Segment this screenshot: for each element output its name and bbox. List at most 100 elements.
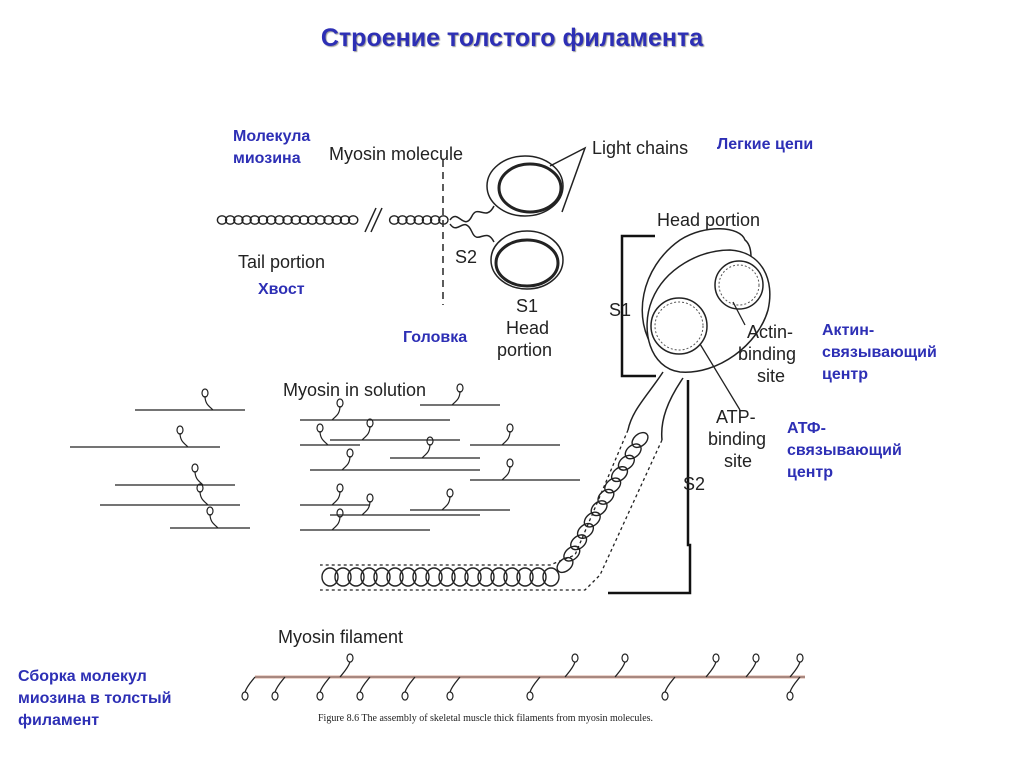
label-line: центр xyxy=(787,464,834,481)
myosin-head xyxy=(446,488,454,498)
myosin-head xyxy=(366,493,374,503)
label-line: центр xyxy=(822,366,869,383)
coil-loop xyxy=(529,567,547,587)
coil-loop xyxy=(282,215,293,225)
myosin-head xyxy=(316,423,324,433)
coil-loop xyxy=(451,567,469,587)
coil-loop xyxy=(438,567,456,587)
coil-loop xyxy=(373,567,391,587)
coil-loop xyxy=(331,215,343,225)
myosin-neck xyxy=(501,465,511,481)
myosin-neck xyxy=(194,470,204,486)
head-front-lobe xyxy=(646,249,771,373)
filament-head xyxy=(712,653,720,663)
coil-loop xyxy=(556,556,574,574)
tail-horizontal-coil xyxy=(321,567,560,587)
coil-loop xyxy=(274,215,285,225)
label-actin-binding: Actin- xyxy=(747,322,793,342)
myosin-neck xyxy=(331,405,341,421)
coil-loop xyxy=(412,567,430,587)
coil-loop xyxy=(563,545,581,562)
filament-neck xyxy=(564,661,576,678)
coil-loop xyxy=(570,534,588,551)
filament-neck xyxy=(745,661,757,678)
filament-head xyxy=(786,691,794,701)
coil-loop xyxy=(610,466,629,483)
myosin-head xyxy=(366,418,374,428)
coil-loop xyxy=(323,215,334,225)
label-atp-binding: ATP- xyxy=(716,407,756,427)
myosin-neck xyxy=(361,500,371,516)
filament-head xyxy=(796,653,804,663)
lower-head-outer xyxy=(490,230,564,290)
label-myosin-molecule-ru: Молекула миозина xyxy=(233,126,310,170)
myosin-head xyxy=(336,508,344,518)
coil-loop xyxy=(265,215,277,225)
upper-head-outer xyxy=(486,155,564,217)
neck-strand xyxy=(449,223,495,243)
myosin-neck xyxy=(209,513,219,529)
filament-neck xyxy=(449,676,461,693)
myosin-neck xyxy=(331,515,341,531)
coil-loop xyxy=(421,215,433,225)
myosin-head xyxy=(336,483,344,493)
myosin-neck xyxy=(441,495,451,511)
filament-head xyxy=(526,691,534,701)
coil-loop xyxy=(347,215,359,225)
label-s1-right: S1 xyxy=(609,300,631,320)
filament-head xyxy=(446,691,454,701)
filament-neck xyxy=(789,661,801,678)
coil-loop xyxy=(477,567,495,587)
label-head-ru: Головка xyxy=(403,329,468,346)
light-chain-pointer xyxy=(549,146,587,213)
myosin-head xyxy=(506,423,514,433)
myosin-head xyxy=(426,436,434,446)
label-s2-right: S2 xyxy=(683,474,705,494)
label-light-chains: Light chains xyxy=(592,138,688,158)
label-line: миозина в толстый xyxy=(18,690,172,707)
coil-loop xyxy=(257,215,269,225)
s2-bracket xyxy=(608,380,692,595)
label-atp-site-ru: АТФ- связывающий центр xyxy=(787,418,902,484)
label-line: АТФ- xyxy=(787,420,826,437)
filament-head xyxy=(271,691,279,701)
neck-strand xyxy=(449,205,495,223)
coil-loop xyxy=(216,215,228,225)
label-line: Молекула xyxy=(233,128,311,145)
myosin-head xyxy=(196,483,204,493)
figure-caption: Figure 8.6 The assembly of skeletal musc… xyxy=(318,713,653,724)
coil-loop xyxy=(360,567,378,587)
myosin-head xyxy=(506,458,514,468)
label-head-portion-stacked: Head xyxy=(506,318,549,338)
myosin-neck xyxy=(421,443,431,459)
coil-loop xyxy=(425,567,443,587)
tail-break-mark xyxy=(364,207,377,233)
filament-head xyxy=(316,691,324,701)
myosin-head xyxy=(206,506,214,516)
filament-neck xyxy=(244,676,256,693)
coil-loop xyxy=(576,522,595,539)
label-assembly-ru: Сборка молекул миозина в толстый филамен… xyxy=(18,666,172,732)
label-myosin-molecule: Myosin molecule xyxy=(329,144,463,164)
label-actin-site-ru: Актин- связывающий центр xyxy=(822,320,937,386)
label-light-chains-ru: Легкие цепи xyxy=(717,136,814,153)
label-tail-portion: Tail portion xyxy=(238,252,325,272)
lower-head-inner xyxy=(494,238,560,288)
coil-loop xyxy=(429,215,441,225)
filament-head xyxy=(571,653,579,663)
myosin-head xyxy=(346,448,354,458)
label-actin-binding: binding xyxy=(738,344,796,364)
coil-loop xyxy=(321,567,339,587)
myosin-head xyxy=(201,388,209,398)
label-line: миозина xyxy=(233,150,301,167)
filament-head xyxy=(752,653,760,663)
coil-loop xyxy=(604,477,622,494)
coil-loop xyxy=(249,215,261,225)
coil-loop xyxy=(413,215,425,225)
filament-head xyxy=(346,653,354,663)
filament-neck xyxy=(664,676,676,693)
filament-neck xyxy=(404,676,416,693)
filament-neck xyxy=(339,661,351,678)
coil-loop xyxy=(233,215,244,225)
